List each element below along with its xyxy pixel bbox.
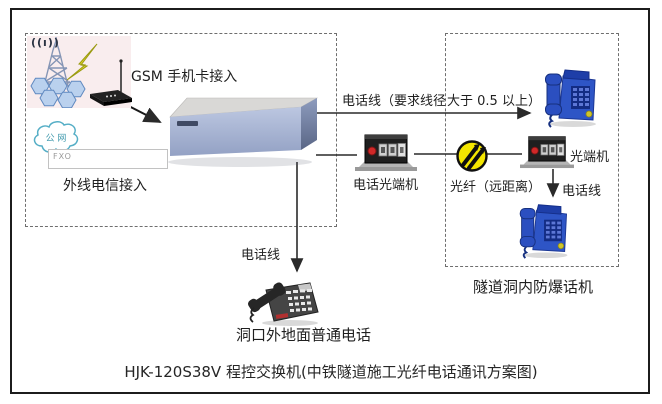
optical-transceiver-left-icon <box>355 134 417 172</box>
phone-line-down-label: 电话线 <box>241 248 281 263</box>
access-group-dashed-box <box>25 33 337 227</box>
fxo-label: FXO <box>53 152 72 161</box>
gsm-access-label: GSM 手机卡接入 <box>131 69 238 85</box>
gsm-modem-icon <box>90 59 132 106</box>
telecom-access-label: 外线电信接入 <box>63 178 147 194</box>
fxo-port-box: FXO <box>48 149 168 169</box>
pbx-icon <box>168 97 319 167</box>
phone-line-spec-label-left: 电话线（要求线径 <box>342 94 447 109</box>
ground-phone-label: 洞口外地面普通电话 <box>236 326 372 344</box>
optical-modem-right-label: 光端机 <box>570 150 610 165</box>
blue-phone-bottom-icon <box>519 203 569 259</box>
diagram-outer-frame <box>10 8 650 394</box>
tunnel-phones-label: 隧道洞内防爆话机 <box>473 278 594 296</box>
optical-modem-left-label: 电话光端机 <box>353 178 419 193</box>
optical-transceiver-right-icon <box>520 136 574 169</box>
fiber-label: 光纤（远距离） <box>450 180 542 195</box>
lightning-icon <box>66 43 98 81</box>
phone-line-right-label: 电话线 <box>562 184 602 199</box>
blue-phone-top-icon <box>544 69 597 128</box>
radio-signal-icon: ((ı)) <box>31 36 60 49</box>
fiber-symbol-icon <box>456 140 488 172</box>
phone-line-spec-label-right: 大于 0.5 以上） <box>447 94 541 109</box>
cloud-label: 公 网 <box>46 133 67 144</box>
tunnel-group-dashed-box <box>445 33 619 267</box>
black-phone-icon <box>248 282 319 326</box>
diagram-caption: HJK-120S38V 程控交换机(中铁隧道施工光纤电话通讯方案图) <box>124 363 538 381</box>
